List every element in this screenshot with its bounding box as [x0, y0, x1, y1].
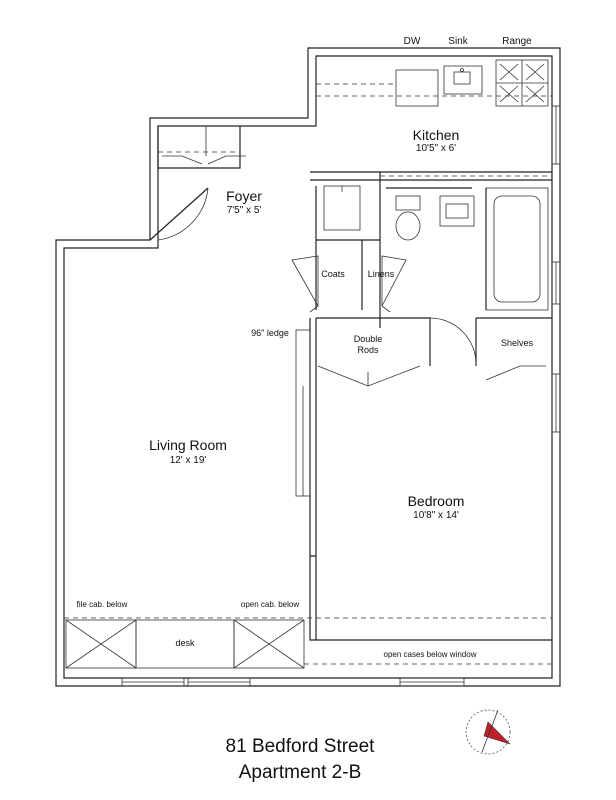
bedroom-label: Bedroom: [407, 493, 465, 509]
kitchen-dimensions: 10'5" x 6': [415, 143, 457, 154]
kitchen-label: Kitchen: [412, 127, 460, 143]
open-cases-label: open cases below window: [383, 650, 477, 659]
desk-label: desk: [175, 638, 195, 648]
double-rods-label: Double Rods: [353, 334, 383, 355]
sink: [443, 65, 483, 95]
ledge-label: 96" ledge: [251, 328, 289, 338]
address-line-1: 81 Bedford Street: [225, 736, 375, 757]
open-cabinet-label: open cab. below: [240, 600, 300, 609]
exterior-walls: [55, 47, 561, 687]
address-line-2: Apartment 2-B: [238, 762, 362, 783]
file-cabinet-label: file cab. below: [76, 600, 128, 609]
living-room-dimensions: 12' x 19': [169, 455, 207, 466]
built-ins: [64, 617, 552, 669]
foyer-door: [149, 187, 209, 241]
foyer-closet: [157, 126, 246, 169]
sink-label: Sink: [448, 36, 468, 47]
foyer-dimensions: 7'5" x 5': [226, 205, 262, 216]
shelves-label: Shelves: [500, 338, 534, 348]
windows: [121, 105, 561, 687]
bedroom-dimensions: 10'8" x 14': [413, 510, 459, 521]
foyer-label: Foyer: [226, 188, 262, 204]
linens-label: Linens: [367, 269, 395, 279]
range-label: Range: [502, 36, 532, 47]
partition-ledge: [295, 329, 552, 641]
bathtub: [485, 187, 549, 311]
compass-icon: [465, 709, 511, 755]
bathroom: [386, 187, 549, 311]
kitchen-partition: [310, 171, 552, 328]
hall-closets: [291, 185, 407, 313]
dishwasher-label: DW: [403, 36, 421, 47]
kitchen-counter: [316, 59, 552, 107]
living-room-label: Living Room: [149, 437, 227, 453]
coats-label: Coats: [321, 269, 345, 279]
dishwasher: [395, 69, 439, 107]
